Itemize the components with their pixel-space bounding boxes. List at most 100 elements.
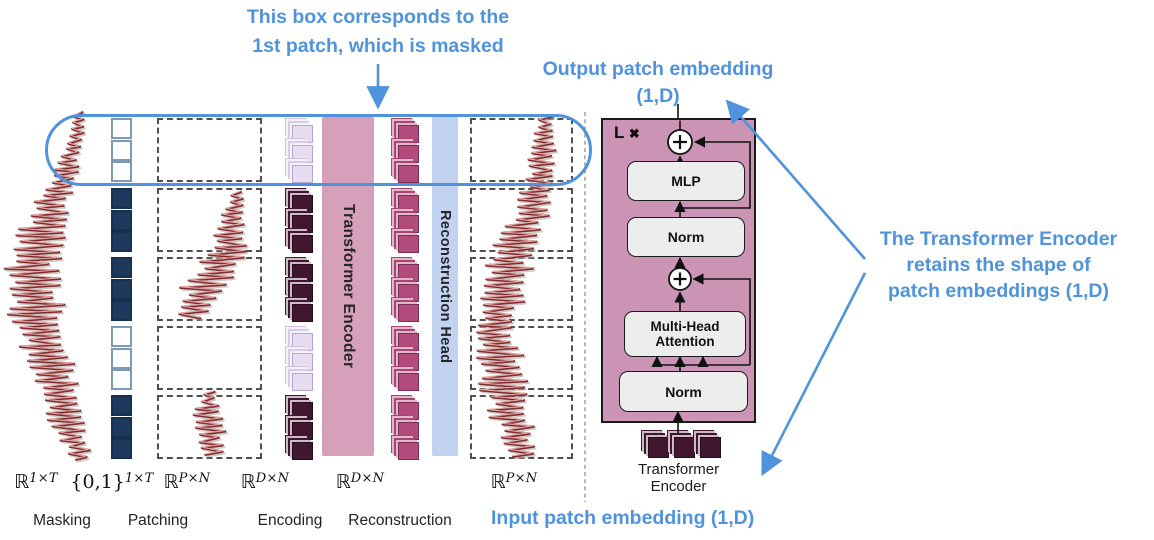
math-sup: 1×T xyxy=(124,471,154,486)
output-embedding-cube xyxy=(398,165,419,183)
mask-token xyxy=(111,118,132,139)
input-embedding-cube xyxy=(292,422,313,440)
output-embedding-cube xyxy=(398,373,419,391)
math-base: ℝ xyxy=(14,471,30,493)
output-embedding-cube xyxy=(398,442,419,460)
math-base: ℝ xyxy=(490,471,506,493)
math-sup: D×N xyxy=(350,471,385,486)
output-embedding-note: Output patch embedding (1,D) xyxy=(533,56,783,110)
masked-patch-note-line1: This box corresponds to the xyxy=(246,6,510,28)
transformer-encoder-bar-label: Transformer Encoder xyxy=(340,204,357,369)
reconstructed-patch-box xyxy=(470,188,573,252)
math-base: ℝ xyxy=(335,471,351,493)
dimension-label: ℝ1×T xyxy=(14,471,58,493)
stage-label: Encoding xyxy=(257,512,323,529)
caption-line1: Transformer xyxy=(637,461,720,478)
layer-repeat-label: L ✖ xyxy=(614,123,640,143)
output-embedding-cube xyxy=(398,422,419,440)
shape-retention-note-line1: The Transformer Encoder xyxy=(879,228,1118,250)
mask-token xyxy=(111,161,132,183)
input-embedding-cube xyxy=(292,353,313,371)
output-embedding-cube xyxy=(398,195,419,213)
dimension-label: {0,1}1×T xyxy=(70,471,153,493)
times-icon: ✖ xyxy=(628,126,640,141)
input-embedding-cube xyxy=(292,373,313,391)
transformer-input-cube xyxy=(700,437,721,458)
input-embedding-cube xyxy=(292,165,313,183)
stage-label: Patching xyxy=(127,512,189,529)
shape-retention-note-line2: retains the shape of xyxy=(906,254,1091,276)
input-embedding-cube xyxy=(292,402,313,420)
input-embedding-cube xyxy=(292,333,313,351)
mask-token xyxy=(111,438,132,460)
mask-token xyxy=(111,257,132,278)
mask-token xyxy=(111,278,132,300)
mask-token xyxy=(111,416,132,438)
output-embedding-cube xyxy=(398,304,419,322)
dimension-label: ℝP×N xyxy=(164,471,211,493)
input-embedding-cube xyxy=(292,215,313,233)
reconstructed-patch-box xyxy=(470,395,573,459)
stage-label: Reconstruction xyxy=(348,512,452,529)
shape-retention-note: The Transformer Encoder retains the shap… xyxy=(843,226,1154,304)
transformer-block-wiring xyxy=(651,120,751,371)
patch-box xyxy=(157,188,262,252)
patch-box xyxy=(157,326,262,390)
patch-box xyxy=(157,257,262,321)
dimension-label: ℝD×N xyxy=(241,471,290,493)
math-base: ℝ xyxy=(240,471,256,493)
input-embedding-cube xyxy=(292,145,313,163)
input-embedding-cube xyxy=(292,195,313,213)
mask-token xyxy=(111,369,132,391)
mask-token xyxy=(111,139,132,161)
math-sup: D×N xyxy=(255,471,290,486)
mask-token xyxy=(111,231,132,253)
dimension-label: ℝD×N xyxy=(336,471,385,493)
input-embedding-cube xyxy=(292,235,313,253)
norm-top-box: Norm xyxy=(627,217,745,257)
reconstruction-head-bar: Reconstruction Head xyxy=(432,117,458,456)
mlp-box: MLP xyxy=(627,161,745,201)
math-sup: P×N xyxy=(178,471,211,486)
reconstructed-patch-box xyxy=(470,326,573,390)
output-embedding-note-line2: (1,D) xyxy=(636,85,680,107)
repeat-L: L xyxy=(614,123,625,142)
transformer-input-cube xyxy=(648,437,669,458)
mask-token xyxy=(111,300,132,322)
reconstructed-patch-box xyxy=(470,257,573,321)
output-embedding-cube xyxy=(398,125,419,143)
norm-bottom-box: Norm xyxy=(619,371,748,412)
transformer-encoder-bar: Transformer Encoder xyxy=(322,117,374,456)
math-base: {0,1} xyxy=(70,471,125,493)
input-embedding-cube xyxy=(292,125,313,143)
output-embedding-note-line1: Output patch embedding xyxy=(542,58,774,80)
output-embedding-cube xyxy=(398,402,419,420)
output-embedding-cube xyxy=(398,353,419,371)
patch-box xyxy=(157,118,262,182)
input-embedding-cube xyxy=(292,264,313,282)
input-embedding-cube xyxy=(292,442,313,460)
mask-token xyxy=(111,209,132,231)
transformer-input-cube xyxy=(674,437,695,458)
dimension-label: ℝP×N xyxy=(491,471,538,493)
output-embedding-cube xyxy=(398,333,419,351)
mask-token xyxy=(111,188,132,209)
caption-line2: Encoder xyxy=(650,478,707,495)
input-embedding-note: Input patch embedding (1,D) xyxy=(491,507,755,529)
math-sup: P×N xyxy=(505,471,538,486)
math-sup: 1×T xyxy=(29,471,58,486)
patch-box xyxy=(157,395,262,459)
masked-patch-note-line2: 1st patch, which is masked xyxy=(252,35,504,57)
reconstruction-head-bar-label: Reconstruction Head xyxy=(437,209,453,364)
output-embedding-cube xyxy=(398,264,419,282)
input-embedding-cube xyxy=(292,304,313,322)
mask-token xyxy=(111,326,132,347)
first-patch-highlight-box xyxy=(45,114,592,186)
output-embedding-cube xyxy=(398,215,419,233)
mask-token xyxy=(111,347,132,369)
math-base: ℝ xyxy=(163,471,179,493)
